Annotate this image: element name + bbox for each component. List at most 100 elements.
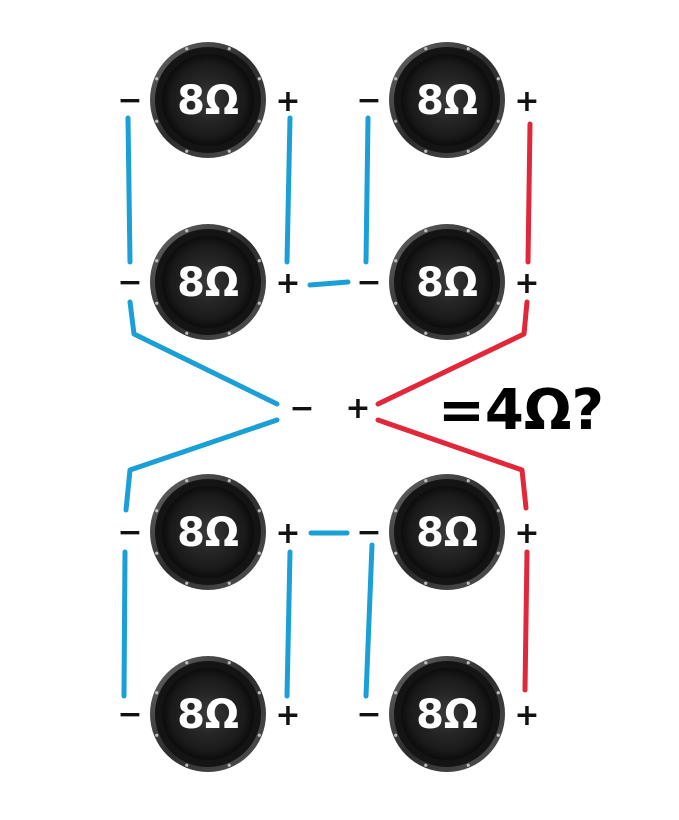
mounting-hole (155, 691, 159, 695)
mounting-hole (466, 581, 470, 585)
mounting-hole (496, 119, 500, 123)
speaker-cone (401, 668, 493, 760)
mounting-hole (185, 229, 189, 233)
mounting-hole (227, 229, 231, 233)
speaker-cone (162, 668, 254, 760)
speaker-top-left-2: 8Ω−+ (117, 224, 301, 340)
speaker-positive-terminal: + (275, 266, 300, 301)
mounting-hole (424, 47, 428, 51)
speaker-cone (162, 54, 254, 146)
mounting-hole (185, 149, 189, 153)
mounting-hole (257, 691, 261, 695)
amp-negative-terminal: − (289, 391, 314, 426)
mounting-hole (185, 479, 189, 483)
speaker-cone (401, 486, 493, 578)
speaker-impedance-label: 8Ω (177, 260, 239, 306)
mounting-hole (227, 763, 231, 767)
mounting-hole (227, 331, 231, 335)
mounting-hole (227, 47, 231, 51)
mounting-hole (466, 331, 470, 335)
mounting-hole (424, 229, 428, 233)
speaker-negative-terminal: − (117, 515, 142, 550)
wire-top-left-plus-vertical (284, 115, 293, 265)
mounting-hole (185, 331, 189, 335)
mounting-hole (155, 509, 159, 513)
mounting-hole (496, 551, 500, 555)
amp-positive-terminal: + (345, 391, 370, 426)
mounting-hole (466, 763, 470, 767)
wire-bottom-left-plus-vertical (284, 549, 293, 699)
mounting-hole (496, 509, 500, 513)
speaker-negative-terminal: − (356, 265, 381, 300)
speaker-cone (162, 236, 254, 328)
speaker-impedance-label: 8Ω (416, 510, 478, 556)
speaker-positive-terminal: + (514, 84, 539, 119)
speaker-positive-terminal: + (514, 516, 539, 551)
mounting-hole (394, 551, 398, 555)
speaker-cone (401, 54, 493, 146)
mounting-hole (257, 733, 261, 737)
wiring (121, 115, 533, 699)
wire-bottom-to-amp-positive (375, 417, 529, 511)
speaker-negative-terminal: − (356, 515, 381, 550)
mounting-hole (257, 301, 261, 305)
mounting-hole (155, 301, 159, 305)
mounting-hole (466, 661, 470, 665)
mounting-hole (155, 259, 159, 263)
wire-negative-top-left-vertical (125, 115, 133, 265)
mounting-hole (257, 77, 261, 81)
mounting-hole (466, 149, 470, 153)
speaker-positive-terminal: + (514, 266, 539, 301)
speaker-cone (162, 486, 254, 578)
mounting-hole (424, 661, 428, 665)
speaker-bottom-left-1: 8Ω− + (117, 474, 301, 590)
speaker-bottom-left-2: 8Ω− + (117, 656, 301, 772)
speaker-positive-terminal: + (275, 84, 300, 119)
mounting-hole (227, 149, 231, 153)
speaker-bottom-right-2: 8Ω−+ (356, 656, 540, 772)
wire-positive-top-right-vertical (525, 121, 533, 265)
mounting-hole (394, 77, 398, 81)
mounting-hole (496, 77, 500, 81)
speaker-negative-terminal: − (356, 83, 381, 118)
speaker-negative-terminal: − (117, 697, 142, 732)
mounting-hole (424, 479, 428, 483)
wire-negative-bottom-left-vertical (121, 549, 128, 699)
speaker-positive-terminal: + (514, 698, 539, 733)
wire-bottom-to-amp-negative (123, 417, 280, 513)
speaker-top-left-1: 8Ω−+ (117, 42, 301, 158)
mounting-hole (227, 661, 231, 665)
mounting-hole (185, 661, 189, 665)
speaker-impedance-label: 8Ω (177, 510, 239, 556)
wire-negative-bottom-right-vertical (363, 542, 375, 699)
speaker-top-right-1: 8Ω− + (356, 42, 540, 158)
speaker-impedance-label: 8Ω (416, 260, 478, 306)
mounting-hole (227, 581, 231, 585)
wire-negative-top-right-vertical (363, 115, 371, 265)
wire-top-to-amp-negative (127, 299, 280, 407)
mounting-hole (394, 301, 398, 305)
mounting-hole (155, 733, 159, 737)
speaker-bottom-right-1: 8Ω− + (356, 474, 540, 590)
speaker-impedance-label: 8Ω (416, 78, 478, 124)
wire-top-to-amp-positive (375, 299, 530, 407)
mounting-hole (155, 551, 159, 555)
mounting-hole (466, 479, 470, 483)
mounting-hole (496, 259, 500, 263)
speaker-impedance-label: 8Ω (177, 692, 239, 738)
mounting-hole (394, 119, 398, 123)
mounting-hole (424, 763, 428, 767)
mounting-hole (257, 551, 261, 555)
mounting-hole (185, 763, 189, 767)
speaker-positive-terminal: + (275, 516, 300, 551)
mounting-hole (394, 259, 398, 263)
speaker-top-right-2: 8Ω− + (356, 224, 540, 340)
speaker-positive-terminal: + (275, 698, 300, 733)
mounting-hole (424, 581, 428, 585)
speaker-impedance-label: 8Ω (416, 692, 478, 738)
result-label: =4Ω? (438, 378, 604, 443)
mounting-hole (227, 479, 231, 483)
mounting-hole (496, 301, 500, 305)
